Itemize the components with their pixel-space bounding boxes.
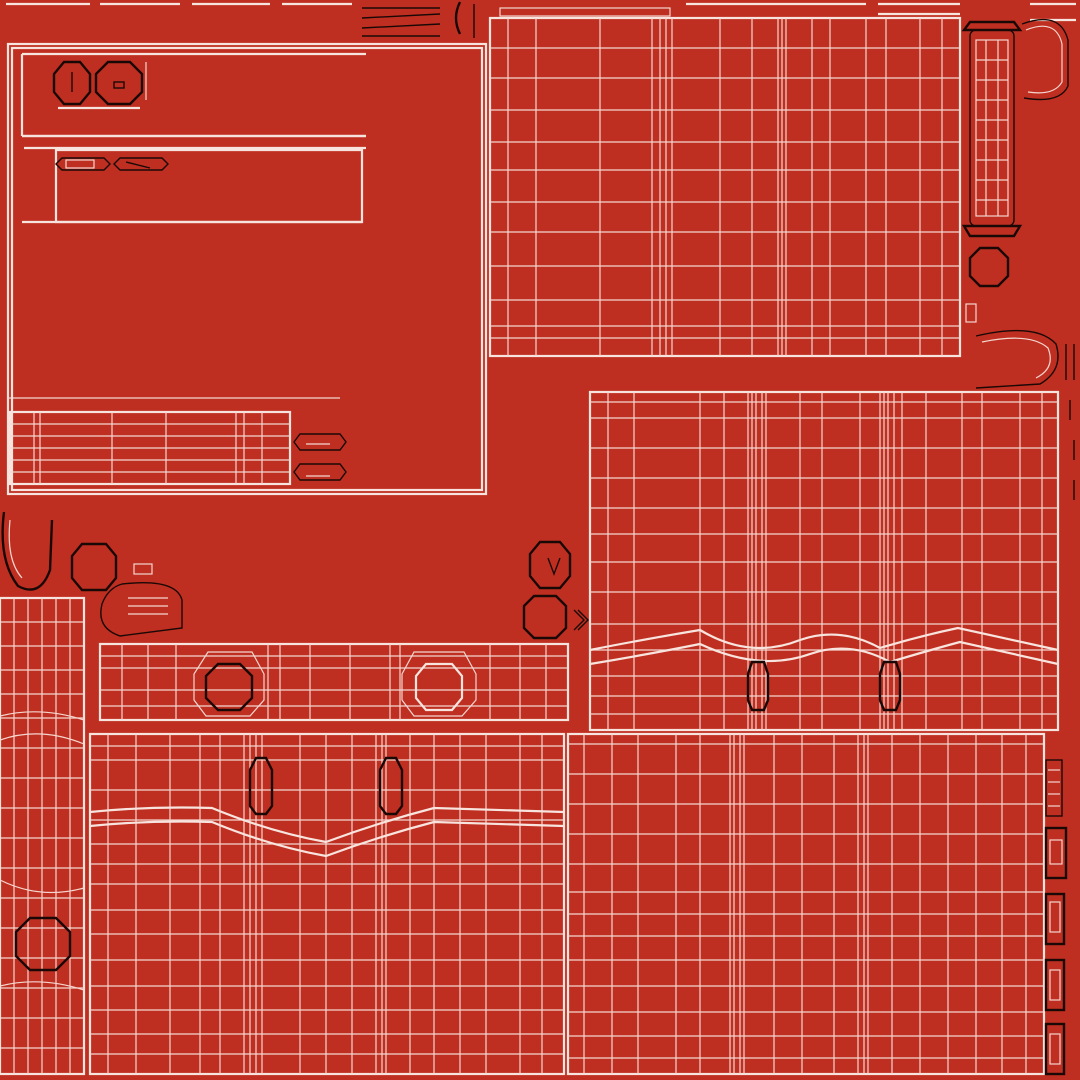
grid-island-bottom-left [88, 732, 566, 1076]
grid-island-top-center [488, 16, 962, 358]
top-strip-islands [6, 1, 1076, 38]
left-frame-island [6, 42, 488, 496]
grid-island-left-column [0, 596, 86, 1076]
small-islands-middle-left [1, 511, 589, 640]
grid-island-bottom-right [566, 732, 1046, 1076]
small-islands-right-edge [1044, 400, 1075, 1076]
octagon-strip-island [98, 642, 570, 722]
mid-left-strip-island [8, 397, 347, 486]
right-column-islands [961, 18, 1075, 389]
grid-island-right-middle [588, 390, 1060, 732]
